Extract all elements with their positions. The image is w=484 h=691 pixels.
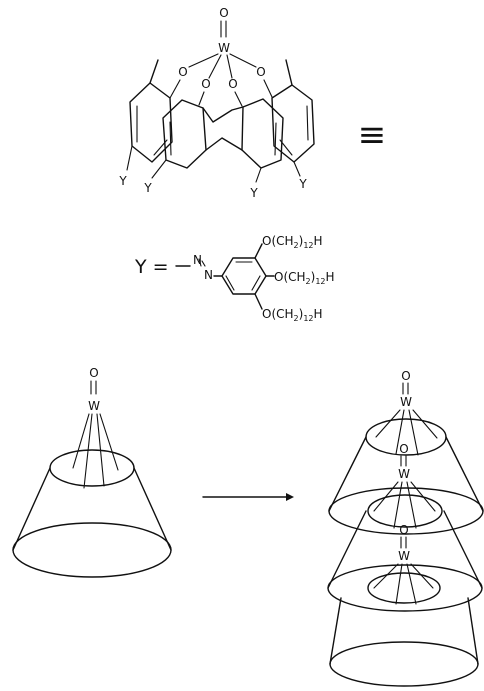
oxygen-label-3: O [228, 77, 237, 91]
stack-cone-2: O W [327, 442, 483, 612]
oxygen-label-4: O [256, 65, 265, 79]
chain-1: O(CH2)12H [262, 234, 323, 250]
stack-3-oxo-label: O [399, 523, 408, 537]
azo-n1-label: N [193, 253, 202, 267]
substituent-y-4: Y [298, 177, 307, 191]
monomer-tungsten-label: W [88, 399, 100, 413]
substituent-definition: Y = N N O(CH2)12H O(CH2)12H O(CH2)12H [134, 234, 335, 323]
chain-1-text: O(CH2)12H [262, 234, 323, 250]
chain-2: O(CH2)12H [274, 270, 335, 286]
stack-2-tungsten-label: W [398, 467, 410, 481]
monomer-oxo-label: O [89, 366, 98, 380]
stack-3-tungsten-label: W [398, 549, 410, 563]
equivalence-symbol: ≡ [358, 115, 387, 155]
oxo-label: O [219, 6, 228, 20]
stack-2-oxo-label: O [399, 442, 408, 456]
chain-2-text: O(CH2)12H [274, 270, 335, 286]
stack-1-tungsten-label: W [400, 395, 412, 409]
arrow [202, 493, 294, 501]
calixarene-molecule: O W O O O O [118, 6, 315, 200]
monomer-cone: O W [12, 366, 172, 578]
substituent-y-2: Y [143, 181, 152, 195]
stack-cone-1: O W [328, 369, 484, 535]
chain-3: O(CH2)12H [262, 307, 323, 323]
chain-3-text: O(CH2)12H [262, 307, 323, 323]
substituent-y-1: Y [118, 174, 127, 188]
oxygen-label-2: O [201, 77, 210, 91]
stacked-cones: O W O W [327, 369, 484, 687]
substituent-y-3: Y [249, 186, 258, 200]
stack-1-oxo-label: O [401, 369, 410, 383]
tungsten-label: W [218, 41, 230, 55]
stack-cone-3: O W [329, 523, 479, 687]
y-equals-label: Y = [134, 256, 169, 278]
azo-n2-label: N [204, 268, 213, 282]
oxygen-label-1: O [178, 65, 187, 79]
